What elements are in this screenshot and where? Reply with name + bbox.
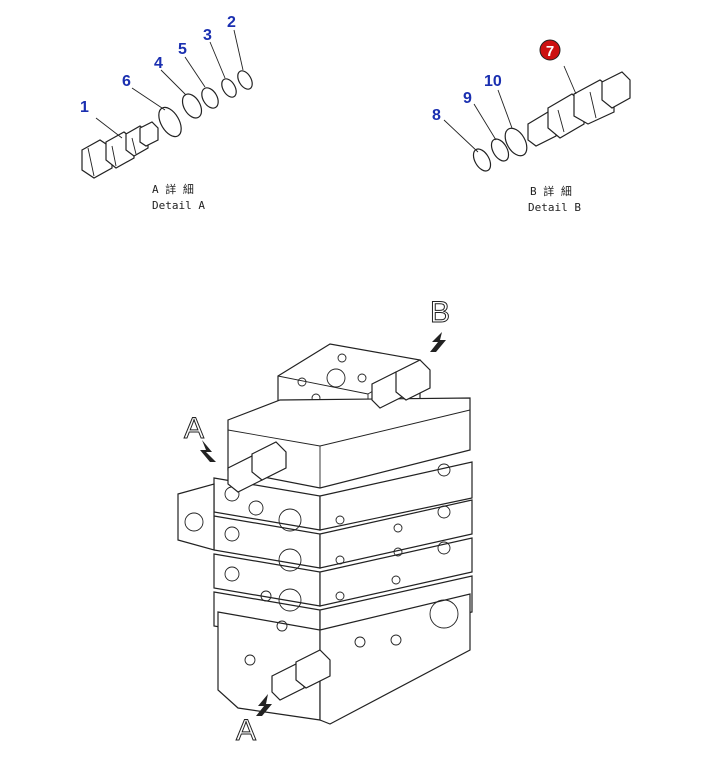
callout-5: 5 bbox=[178, 41, 187, 58]
installed-cartridge-b bbox=[371, 359, 431, 409]
callout-9: 9 bbox=[463, 90, 472, 107]
callout-2: 2 bbox=[227, 14, 236, 31]
detail-a-caption-jp: A 詳 細 bbox=[152, 182, 194, 196]
detail-a-group: 1 6 4 5 3 2 A 詳 細 Detail A bbox=[80, 14, 255, 212]
callout-4: 4 bbox=[154, 55, 163, 72]
callout-7: 7 bbox=[546, 43, 554, 60]
part-7-valve-cartridge[interactable] bbox=[527, 65, 631, 147]
part-6-ring[interactable] bbox=[154, 104, 186, 141]
callout-6: 6 bbox=[122, 73, 131, 90]
detail-b-group: 7 8 9 10 B 詳 細 Detail B bbox=[432, 39, 631, 214]
installed-cartridge-a-lower bbox=[271, 649, 331, 701]
detail-a-caption-en: Detail A bbox=[152, 199, 205, 212]
callout-10: 10 bbox=[484, 73, 502, 90]
view-indicator-a-lower: A bbox=[236, 694, 272, 748]
view-label-b: B bbox=[430, 296, 450, 329]
control-valve-assembly bbox=[177, 343, 473, 725]
view-indicator-a-upper: A bbox=[184, 412, 216, 462]
view-indicator-b: B bbox=[430, 296, 451, 352]
view-label-a-lower: A bbox=[236, 714, 256, 747]
part-10-ring[interactable] bbox=[501, 125, 532, 160]
part-1-valve-cartridge[interactable] bbox=[81, 117, 159, 179]
callout-3: 3 bbox=[203, 27, 212, 44]
callout-8: 8 bbox=[432, 107, 441, 124]
detail-b-caption-en: Detail B bbox=[528, 201, 581, 214]
view-label-a-upper: A bbox=[184, 412, 204, 445]
part-2-ring[interactable] bbox=[235, 68, 255, 91]
detail-b-caption-jp: B 詳 細 bbox=[530, 184, 572, 198]
part-5-ring[interactable] bbox=[198, 85, 221, 111]
part-9-ring[interactable] bbox=[488, 136, 512, 164]
part-3-ring[interactable] bbox=[219, 76, 239, 99]
callout-7-badge: 7 bbox=[539, 39, 561, 61]
installed-cartridge-a-upper bbox=[227, 441, 287, 493]
callout-1: 1 bbox=[80, 99, 89, 116]
part-8-ring[interactable] bbox=[470, 146, 494, 174]
